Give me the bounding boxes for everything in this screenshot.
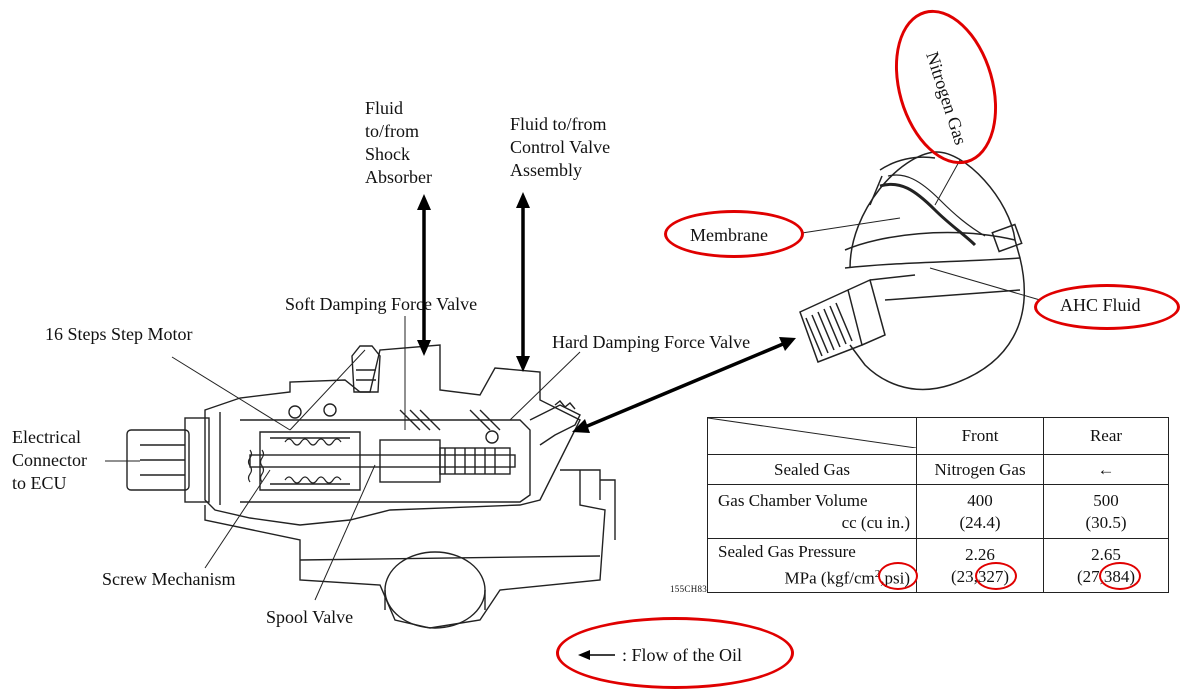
corner-diagonal [707, 417, 917, 449]
spool-label: Spool Valve [266, 607, 354, 627]
figure-code: 155CH83 [670, 584, 708, 594]
table-corner-cell [707, 417, 917, 455]
highlight-ring-psi [878, 562, 918, 590]
row-label: Sealed Gas [707, 454, 917, 485]
cell-front: 400 (24.4) [916, 484, 1044, 539]
fluid-shock-label: Fluid to/from Shock Absorber [365, 98, 432, 187]
row-label: Sealed Gas Pressure MPa (kgf/cm2,psi) [707, 538, 917, 593]
flow-arrows [417, 192, 796, 433]
highlight-ring-membrane [664, 210, 804, 258]
fluid-control-label: Fluid to/from Control Valve Assembly [510, 114, 611, 180]
row-label-text: Sealed Gas Pressure [718, 542, 856, 562]
cell-rear: ← [1043, 454, 1169, 485]
connector-label: Electrical Connector to ECU [12, 427, 87, 493]
highlight-ring-327 [975, 562, 1017, 590]
cell-value: 2.65 [1091, 544, 1121, 564]
cell-value: 400 [967, 490, 993, 510]
damping-valve-drawing [126, 344, 616, 629]
row-label: Gas Chamber Volume cc (cu in.) [707, 484, 917, 539]
table-row: Gas Chamber Volume cc (cu in.) 400 (24.4… [707, 484, 1169, 539]
table-header-row: Front Rear [707, 417, 1169, 455]
cell-subvalue: (30.5) [1085, 512, 1127, 532]
row-label-text: Gas Chamber Volume [718, 490, 868, 510]
accumulator-drawing [799, 151, 1025, 391]
table-row: Sealed Gas Pressure MPa (kgf/cm2,psi) 2.… [707, 538, 1169, 593]
header-front: Front [916, 417, 1044, 455]
step-motor-label: 16 Steps Step Motor [45, 324, 193, 344]
highlight-ring-384 [1099, 562, 1141, 590]
highlight-ring-flow-legend [556, 617, 794, 689]
cell-value: 500 [1093, 490, 1119, 510]
soft-valve-label: Soft Damping Force Valve [285, 294, 478, 314]
header-rear: Rear [1043, 417, 1169, 455]
table-row: Sealed Gas Nitrogen Gas ← [707, 454, 1169, 485]
row-unit: cc (cu in.) [841, 512, 910, 532]
cell-value: 2.26 [965, 544, 995, 564]
screw-label: Screw Mechanism [102, 569, 236, 589]
hard-valve-label: Hard Damping Force Valve [552, 332, 751, 352]
cell-front: Nitrogen Gas [916, 454, 1044, 485]
cell-rear: 500 (30.5) [1043, 484, 1169, 539]
leader-lines [105, 316, 581, 601]
accumulator-leaders [801, 159, 1041, 301]
accumulator-spec-table: Front Rear Sealed Gas Nitrogen Gas ← Gas… [707, 417, 1169, 593]
cell-subvalue: (24.4) [959, 512, 1001, 532]
highlight-ring-ahc-fluid [1034, 284, 1180, 330]
